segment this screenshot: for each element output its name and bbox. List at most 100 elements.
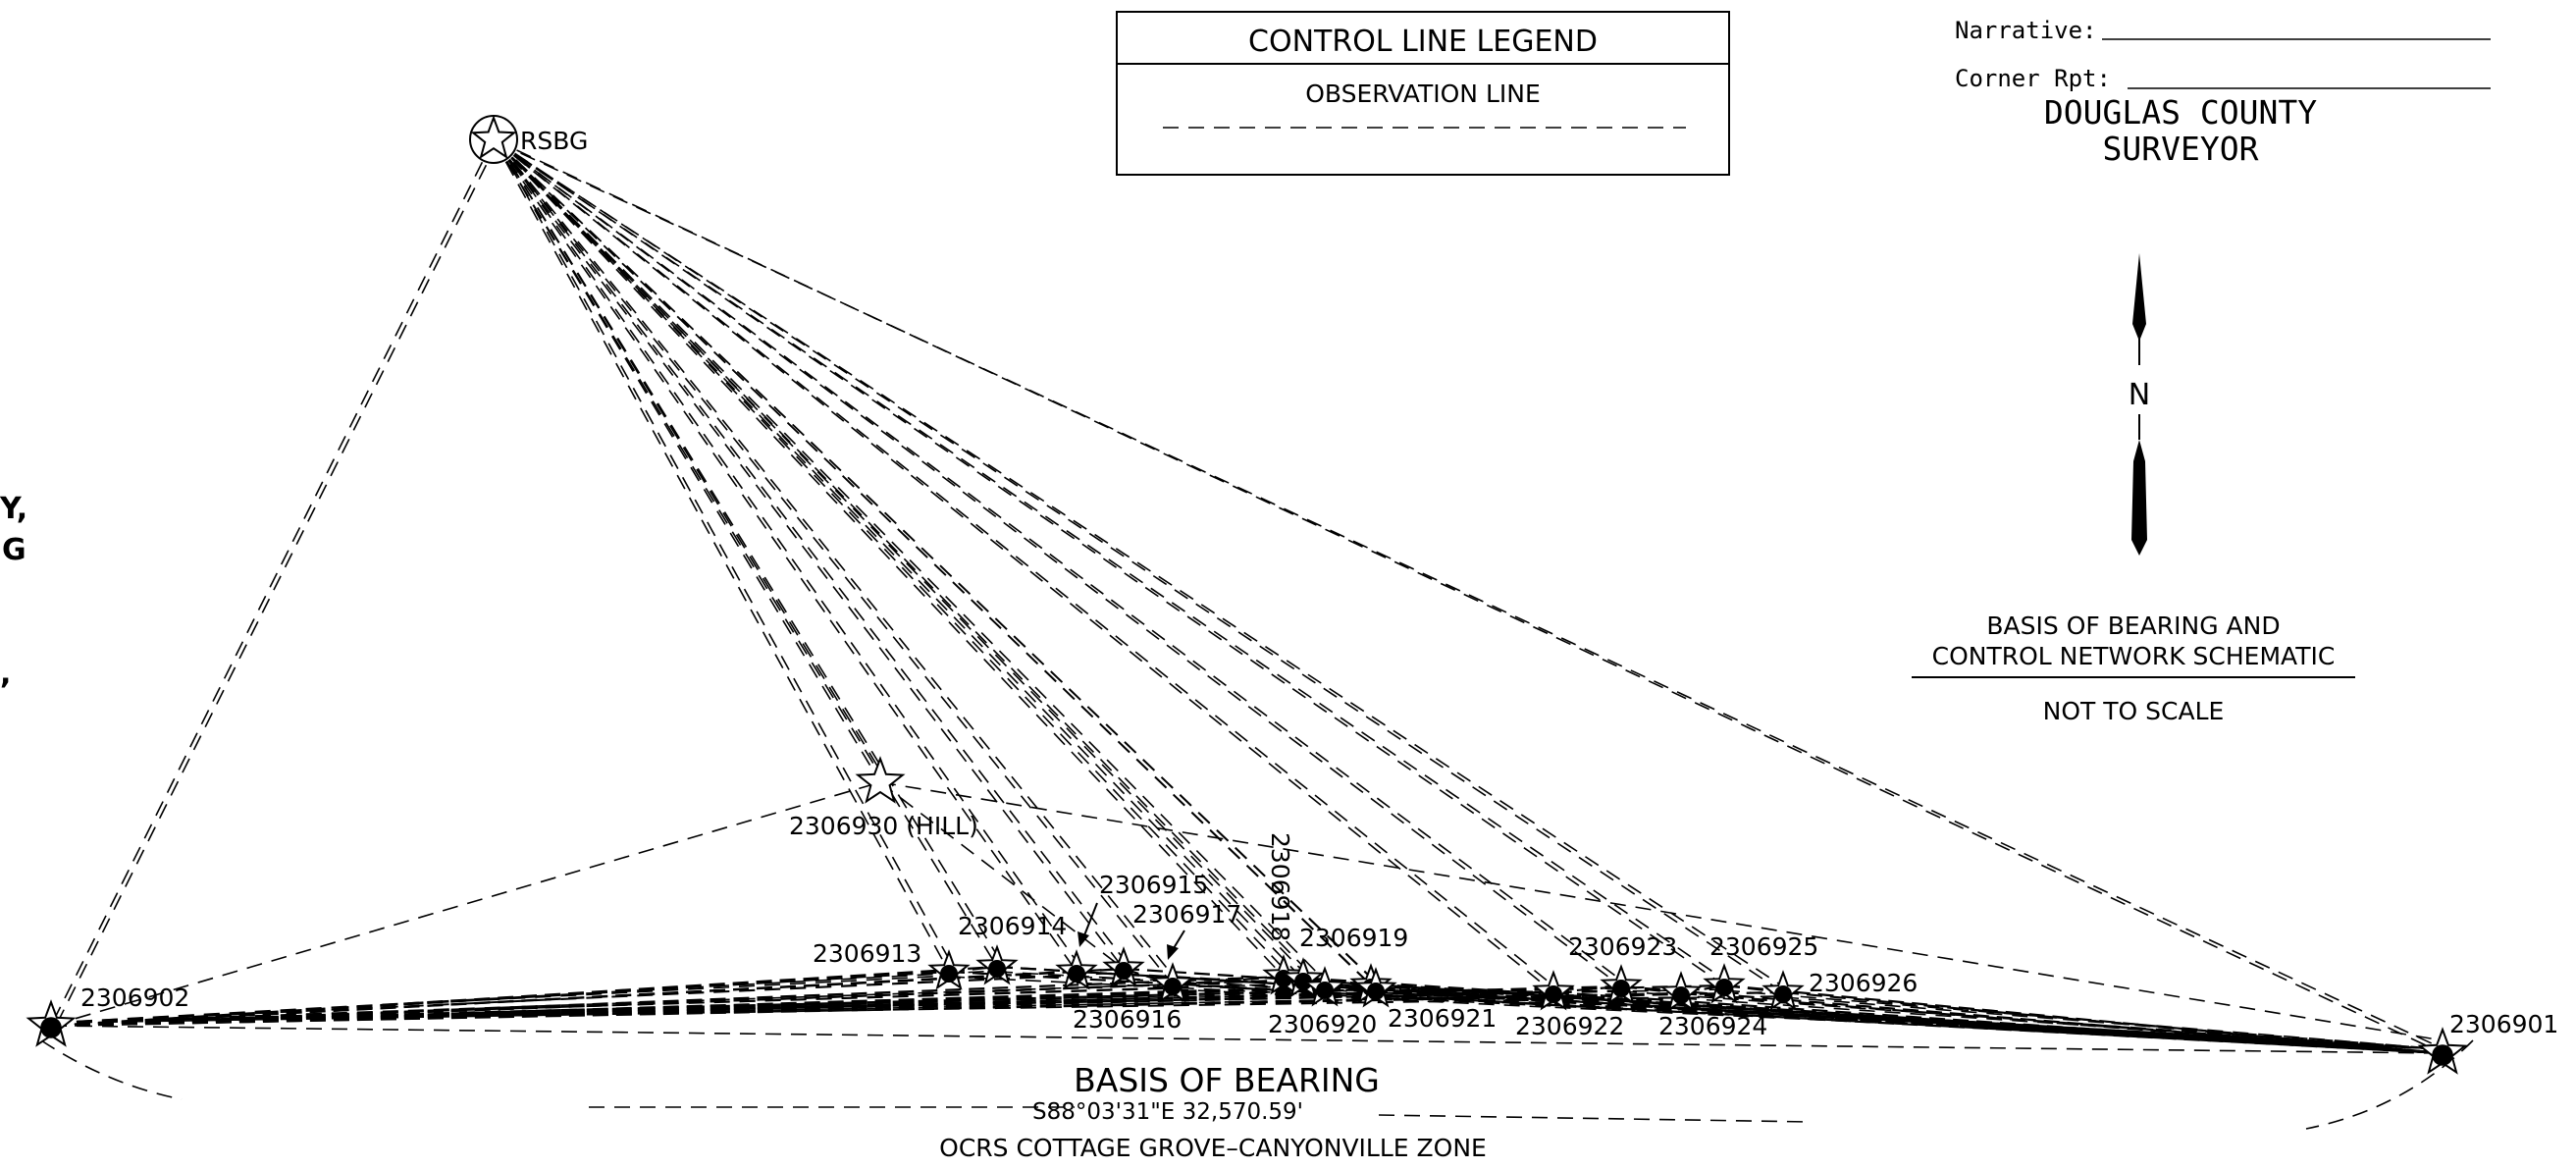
observation-line-2306902-p18b-repeat — [50, 983, 1304, 1024]
rsbg-star-marker-star — [470, 115, 517, 160]
observation-line-rsbg-p22-repeat — [497, 141, 1560, 991]
observation-line-2306902-p14-repeat — [50, 970, 998, 1024]
leader-2306917 — [1173, 930, 1185, 949]
observation-line-rsbg-p14-repeat — [497, 141, 1004, 966]
basis-arc-right — [2305, 1039, 2474, 1130]
marker-p23-dot — [1612, 980, 1630, 997]
schematic-note-line-1: BASIS OF BEARING AND — [1986, 611, 2280, 640]
observation-line-rsbg-p15 — [493, 138, 1078, 973]
north-label: N — [2129, 378, 2150, 412]
marker-2306901-dot — [2432, 1044, 2453, 1066]
observation-line-rsbg-p25 — [493, 138, 1725, 986]
leader-2306915 — [1083, 902, 1098, 936]
north-arrow-upper-blade — [2132, 253, 2146, 339]
observation-line-2306902-p21-repeat — [50, 992, 1377, 1024]
legend-title: CONTROL LINE LEGEND — [1248, 25, 1598, 59]
observation-line-p26-2306901-repeat — [1782, 996, 2444, 1050]
observation-line-2306902-hill — [50, 781, 881, 1027]
basis-line-right — [1378, 1114, 1812, 1123]
basis-of-bearing-value: S88°03'31"E 32,570.59' — [1032, 1099, 1303, 1125]
control-point-markers — [26, 115, 2468, 1075]
marker-p21 — [1354, 967, 1397, 1008]
marker-p15-dot — [1068, 965, 1085, 983]
marker-p13 — [927, 949, 971, 990]
observation-line-2306902-p26 — [50, 990, 1784, 1028]
observation-line-hill-2306901 — [879, 781, 2444, 1041]
observation-line-rsbg-p17 — [493, 138, 1174, 985]
edge-text-2: G — [2, 533, 26, 567]
marker-p16 — [1102, 946, 1145, 987]
label-2306920: 2306920 — [1268, 1010, 1377, 1038]
marker-2306901 — [2417, 1027, 2468, 1075]
observation-line-p26-2306901 — [1782, 990, 2444, 1055]
label-2306922: 2306922 — [1515, 1012, 1624, 1040]
observation-line-rsbg-p16 — [493, 138, 1125, 970]
marker-p26 — [1761, 970, 1805, 1011]
observation-line-rsbg-p14 — [493, 138, 998, 968]
label-2306913: 2306913 — [813, 939, 921, 968]
observation-line-rsbg-p18 — [493, 138, 1285, 978]
marker-p25 — [1703, 963, 1746, 1004]
legend-item-label: OBSERVATION LINE — [1305, 80, 1541, 108]
observation-line-rsbg-p01 — [493, 138, 2444, 1054]
label-2306916: 2306916 — [1073, 1005, 1182, 1034]
marker-p16-dot — [1115, 962, 1132, 980]
observation-lines — [50, 138, 2449, 1055]
schematic-note: BASIS OF BEARING AND CONTROL NETWORK SCH… — [1912, 611, 2355, 725]
observation-line-rsbg-p16-repeat — [497, 141, 1130, 968]
cropped-left-edge-text: Y, G , — [0, 492, 27, 691]
north-arrow: N — [2129, 253, 2150, 556]
observation-line-corridor-p22 — [1375, 987, 1554, 994]
narrative-label: Narrative: — [1955, 17, 2097, 44]
marker-p23 — [1600, 964, 1643, 1005]
rsbg-star-marker — [470, 115, 517, 160]
marker-p14 — [975, 944, 1019, 985]
observation-line-rsbg-p30-repeat — [497, 141, 887, 781]
observation-line-rsbg-p13-repeat — [497, 141, 956, 971]
observation-line-2306902-p26-repeat — [50, 995, 1784, 1024]
label-2306917: 2306917 — [1132, 900, 1241, 929]
marker-2306930 — [855, 756, 906, 804]
marker-p26-dot — [1774, 985, 1792, 1003]
label-2306926: 2306926 — [1809, 969, 1918, 997]
label-2306918: 2306918 — [1266, 832, 1294, 941]
edge-text-1: Y, — [0, 492, 27, 526]
observation-line-rsbg-p02-repeat — [56, 141, 499, 1025]
marker-p22-dot — [1545, 985, 1562, 1003]
marker-p20-dot — [1316, 982, 1334, 999]
marker-p18b-dot — [1294, 973, 1312, 990]
schematic-note-line-2: CONTROL NETWORK SCHEMATIC — [1932, 642, 2336, 670]
observation-line-rsbg-p26-repeat — [497, 141, 1790, 991]
observation-line-rsbg-p02 — [50, 138, 495, 1027]
marker-2306930-star — [855, 756, 906, 804]
marker-p24-dot — [1672, 986, 1690, 1004]
observation-line-2306902-p19-repeat — [50, 988, 1372, 1024]
schematic-note-line-3: NOT TO SCALE — [2043, 697, 2225, 725]
basis-of-bearing-line — [50, 1025, 2444, 1054]
observation-line-rsbg-p18-repeat — [497, 141, 1290, 976]
observation-line-rsbg-p18b-repeat — [497, 141, 1310, 979]
legend-box — [1116, 11, 1730, 176]
arrowhead-2306917 — [1167, 944, 1179, 960]
marker-p18b — [1282, 957, 1325, 998]
label-2306919: 2306919 — [1299, 924, 1408, 952]
observation-line-rsbg-p25-repeat — [497, 141, 1731, 984]
control-line-legend: CONTROL LINE LEGEND OBSERVATION LINE — [1116, 11, 1730, 176]
label-2306901: 2306901 — [2449, 1010, 2558, 1038]
observation-line-rsbg-p17-repeat — [497, 141, 1180, 983]
observation-line-rsbg-p22 — [493, 138, 1554, 993]
observation-line-p23-2306901-repeat — [1620, 990, 2444, 1050]
north-arrow-lower-blade — [2131, 440, 2147, 556]
edge-text-3: , — [0, 657, 11, 691]
arrowhead-2306915 — [1078, 931, 1089, 947]
marker-p21-dot — [1367, 983, 1385, 1000]
observation-line-corridor-p15 — [996, 965, 1078, 974]
observation-line-p22-2306901 — [1552, 990, 2444, 1055]
marker-p25-dot — [1715, 979, 1733, 996]
point-labels: RSBG 2306901 2306902 2306913 2306914 230… — [80, 127, 2558, 1040]
marker-p20 — [1303, 966, 1346, 1007]
observation-line-p24-2306901 — [1680, 991, 2444, 1055]
county-line-1: DOUGLAS COUNTY — [2044, 93, 2317, 132]
corner-report-label: Corner Rpt: — [1955, 65, 2111, 92]
